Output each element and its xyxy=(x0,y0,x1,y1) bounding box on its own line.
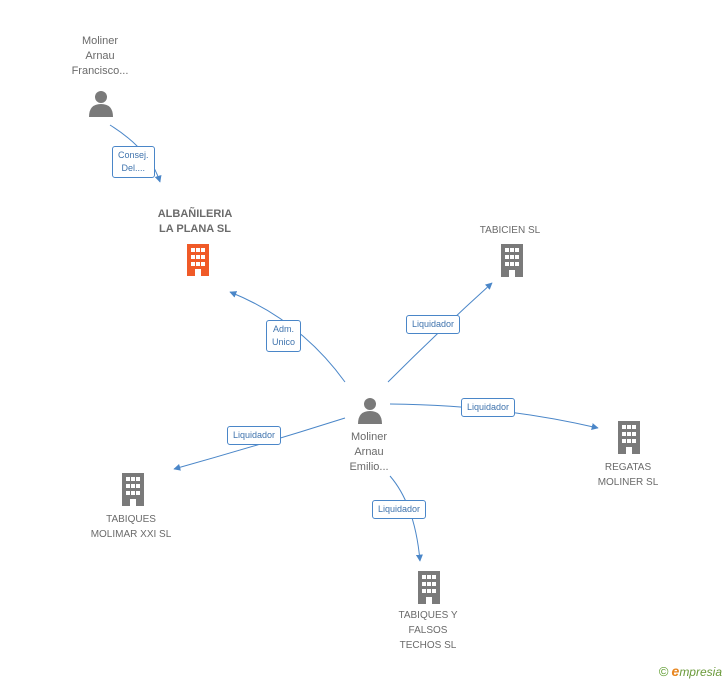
building-icon[interactable] xyxy=(497,244,527,277)
person-icon[interactable] xyxy=(87,89,115,117)
edge-label-liquidador-regatas[interactable]: Liquidador xyxy=(461,398,516,417)
company-label-regatas[interactable]: REGATAS MOLINER SL xyxy=(597,462,659,488)
building-icon[interactable] xyxy=(614,421,644,454)
person-icon[interactable] xyxy=(356,396,384,424)
building-icon[interactable] xyxy=(183,244,213,276)
edge-label-liquidador-tabicien[interactable]: Liquidador xyxy=(406,315,461,334)
copyright-symbol: © xyxy=(658,664,669,679)
edge-label-liquidador-molimar[interactable]: Liquidador xyxy=(227,426,282,445)
company-label-albanileria[interactable]: ALBAÑILERIA LA PLANA SL xyxy=(157,208,233,235)
edge-label-liquidador-falsos[interactable]: Liquidador xyxy=(372,500,427,519)
company-label-tabicien[interactable]: TABICIEN SL xyxy=(479,225,541,236)
person-label-francisco[interactable]: Moliner Arnau Francisco... xyxy=(71,35,129,77)
company-label-tabiques-molimar[interactable]: TABIQUES MOLIMAR XXI SL xyxy=(90,514,172,540)
building-icon[interactable] xyxy=(118,473,148,506)
brand-logo-initial: e xyxy=(671,663,680,679)
brand-logo-text: mpresia xyxy=(679,665,722,679)
edge-label-consej[interactable]: Consej. Del.... xyxy=(112,146,155,178)
edge-label-adm-unico[interactable]: Adm. Unico xyxy=(266,320,302,352)
person-label-emilio[interactable]: Moliner Arnau Emilio... xyxy=(349,431,389,473)
company-label-tabiques-falsos[interactable]: TABIQUES Y FALSOS TECHOS SL xyxy=(398,610,458,651)
building-icon[interactable] xyxy=(414,571,444,604)
brand-footer[interactable]: ©empresia xyxy=(659,663,722,679)
